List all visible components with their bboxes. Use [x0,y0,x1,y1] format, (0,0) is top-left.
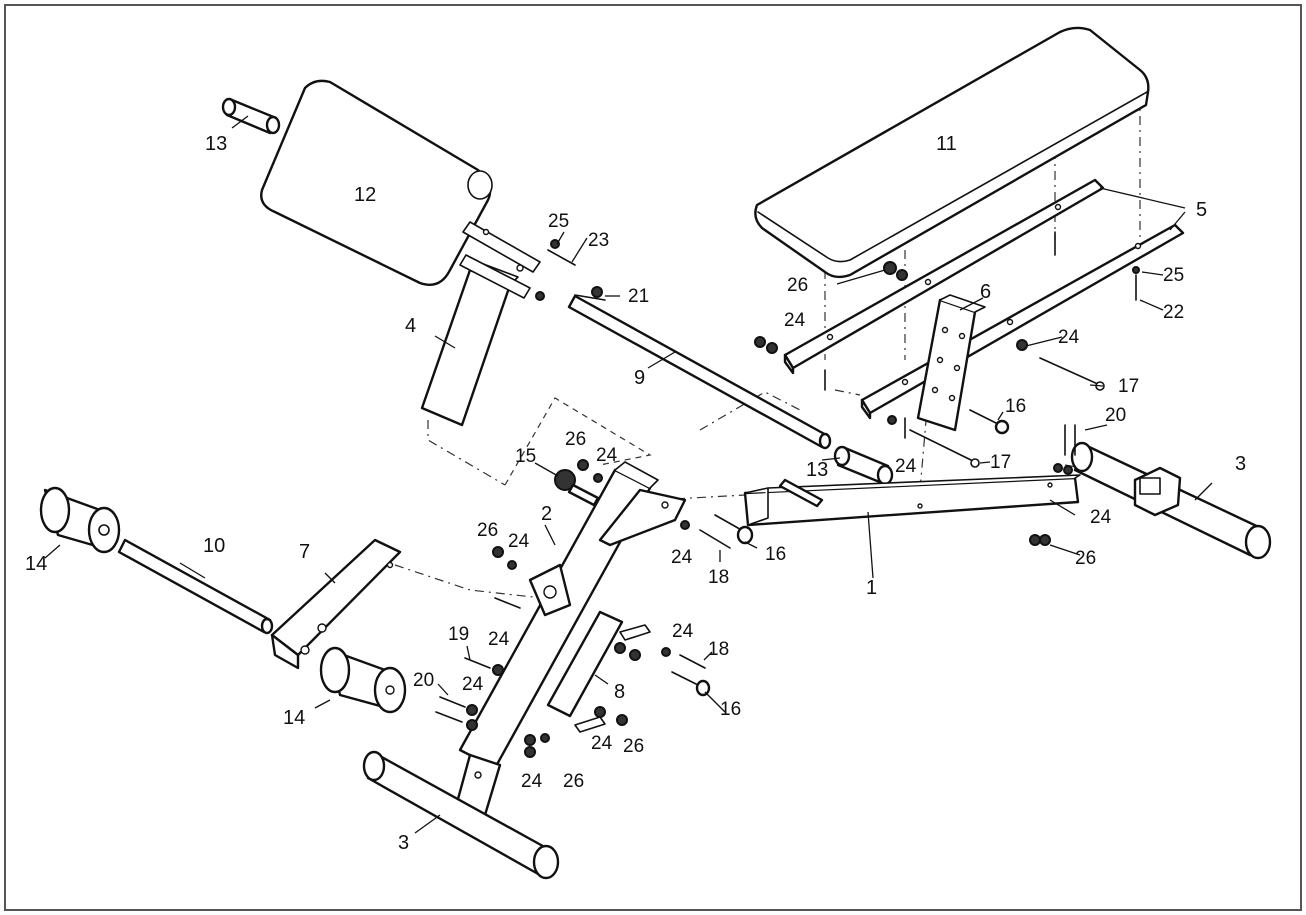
callout-25-a: 25 [548,211,569,232]
callout-2: 2 [541,503,552,525]
callout-5: 5 [1196,199,1207,221]
seat-pad-part [754,26,1150,279]
callout-26-a: 26 [565,429,586,450]
roller-14-right-part [319,646,407,714]
foot-tube-left-part [362,750,560,880]
callout-26-f: 26 [1075,548,1096,569]
callout-24-d: 24 [488,629,510,650]
callout-14-right: 14 [283,707,305,729]
lower-bracket-part [528,563,651,733]
callout-21: 21 [628,286,649,307]
tube-13-left-part [221,97,281,135]
roller-14-left-part [39,486,121,554]
diagram-border [4,4,1302,911]
back-pad-part [260,79,493,287]
callout-20-right: 20 [1105,405,1126,426]
main-beam-part [743,474,1081,527]
callout-17-top: 17 [1118,376,1139,397]
part-callouts: 1 2 3 3 4 5 6 7 8 9 10 11 12 13 13 14 14… [25,133,1246,854]
callout-24-j: 24 [1058,327,1080,348]
callout-15: 15 [515,446,536,467]
callout-11: 11 [936,133,957,155]
seat-bracket-part [916,294,986,432]
callout-8: 8 [614,681,625,703]
callout-9: 9 [634,367,645,389]
callout-4: 4 [405,315,416,337]
callout-24-l: 24 [1090,507,1112,528]
nuts-washers-hardware [466,239,1140,758]
callout-24-f: 24 [591,733,613,754]
callout-12: 12 [354,184,376,206]
callout-26-b: 26 [477,520,498,541]
callout-24-e: 24 [462,674,484,695]
callout-3-right: 3 [1235,453,1246,475]
callout-18-top: 18 [708,567,729,588]
callout-19: 19 [448,624,469,645]
callout-20-left: 20 [413,670,434,691]
rod-10-part [117,538,274,635]
callout-24-g: 24 [521,771,543,792]
rod-9-part [567,294,832,450]
callout-6: 6 [980,281,991,303]
knob-part [554,469,600,507]
tube-13-right-part [833,445,894,486]
callout-3-left: 3 [398,832,409,854]
leg-bracket-part [270,538,402,670]
callout-24-c: 24 [671,547,693,568]
callout-13-left: 13 [205,133,227,155]
callout-24-i: 24 [784,310,806,331]
callout-leaders [44,115,1213,834]
callout-16-top: 16 [1005,396,1026,417]
callout-24-b: 24 [508,531,530,552]
callout-17-bottom: 17 [990,452,1011,473]
callout-1: 1 [866,577,877,599]
callout-24-h: 24 [672,621,694,642]
foot-tube-right-part [1070,441,1272,560]
callout-22: 22 [1163,302,1184,323]
bolts-hardware [435,231,1137,723]
callout-10: 10 [203,535,225,557]
callout-23: 23 [588,230,609,251]
callout-24-a: 24 [596,445,618,466]
upright-part [453,461,687,817]
callout-24-k: 24 [895,456,917,477]
callout-14-left: 14 [25,553,47,575]
callout-25-b: 25 [1163,265,1184,286]
callout-7: 7 [299,541,310,563]
callout-16-bottom: 16 [720,699,741,720]
callout-13-right: 13 [806,459,828,481]
callout-26-d: 26 [563,771,584,792]
callout-16-mid: 16 [765,544,786,565]
callout-18-bottom: 18 [708,639,729,660]
callout-26-c: 26 [623,736,644,757]
callout-26-e: 26 [787,275,808,296]
back-post-part [420,221,541,427]
